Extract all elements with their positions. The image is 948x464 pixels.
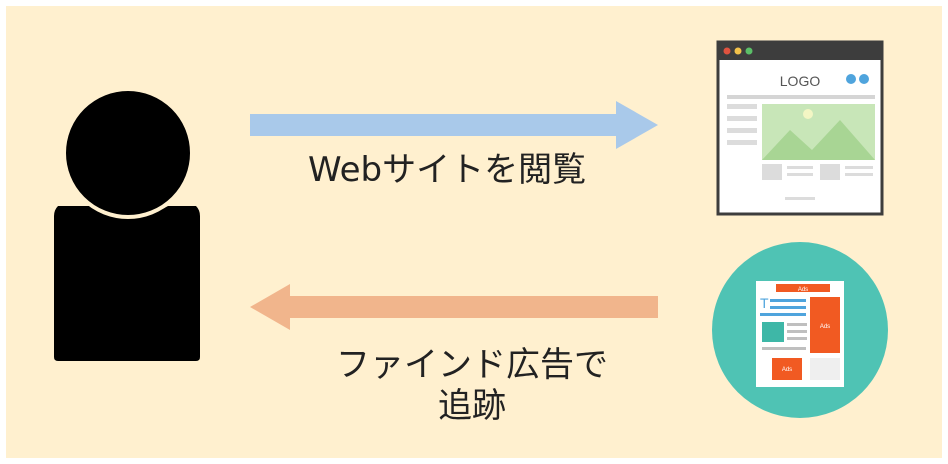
browse-website-label: Webサイトを閲覧 — [308, 150, 587, 190]
website-logo-text: LOGO — [780, 73, 821, 89]
ad-banner-text: Ads — [798, 287, 808, 293]
person-icon — [54, 87, 200, 361]
ad-side-text: Ads — [820, 324, 830, 330]
ad-bottom-text: Ads — [782, 367, 792, 373]
arrow-to-user — [250, 284, 658, 330]
find-ad-tracking-label: ファインド広告で 追跡 — [322, 345, 622, 427]
arrow-to-website — [250, 101, 658, 149]
website-window-icon: LOGO — [716, 40, 884, 216]
find-ad-tracking-line2: 追跡 — [438, 385, 506, 426]
find-ad-tracking-line1: ファインド広告で — [336, 345, 608, 385]
ad-page-icon: Ads T Ads Ads — [712, 242, 888, 418]
svg-text:T: T — [760, 295, 769, 311]
